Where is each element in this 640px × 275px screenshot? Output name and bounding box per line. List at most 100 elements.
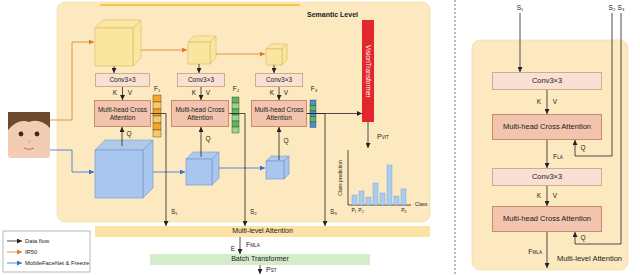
conv-block: Conv3×3	[177, 73, 225, 87]
chart-bar	[380, 193, 385, 205]
block-label: Multi-head Cross Attention	[172, 106, 228, 121]
transformer-bar: VisionTransformer	[362, 20, 374, 122]
edge-label: S₂	[249, 208, 258, 215]
legend-text: MobileFaceNet & Freeze	[25, 260, 89, 266]
panel-ground	[472, 40, 628, 270]
annotation-label: V	[127, 89, 133, 96]
annotation-label: S₂	[608, 4, 617, 11]
block-label: Multi-level Attention	[232, 227, 293, 235]
attention-block: Multi-head Cross Attention	[94, 100, 151, 127]
face-hair	[8, 112, 50, 130]
feature-token-strip	[310, 117, 316, 123]
edge-label: S₃	[329, 208, 338, 215]
annotation-label: Class prediction	[337, 160, 345, 196]
mobilefacenet-feature-map	[143, 140, 153, 198]
annotation-label: V	[283, 89, 289, 96]
chart-bar	[394, 196, 399, 205]
feature-token-strip	[153, 116, 161, 123]
mobilefacenet-feature-map	[95, 150, 143, 198]
annotation-label: F₁	[153, 85, 161, 92]
panel-title: Semantic Level	[307, 11, 358, 19]
region-panel: Multi-level AttentionConv3×3Multi-head C…	[472, 40, 628, 270]
face-eye	[19, 132, 24, 137]
ir50-flow	[50, 42, 94, 120]
connector	[151, 114, 166, 226]
mobilefacenet-feature-map	[266, 161, 284, 179]
divider	[455, 0, 456, 275]
annotation-label: Q	[282, 137, 289, 144]
annotation-label: P₈	[400, 208, 407, 214]
annotation-label: V	[205, 89, 211, 96]
mobilefacenet-feature-map	[212, 152, 219, 185]
connector	[229, 114, 245, 226]
annotation-label: Class	[414, 202, 429, 208]
region-panel: Semantic LevelConv3×3Multi-head Cross At…	[57, 2, 430, 222]
annotation-label: V	[552, 192, 558, 199]
connector	[201, 87, 202, 100]
legend-sample	[7, 241, 22, 242]
annotation-label: K	[269, 89, 275, 96]
annotation-label: K	[536, 192, 542, 199]
face-eye	[35, 132, 40, 137]
connector	[547, 140, 548, 168]
query-flow	[279, 127, 280, 160]
data-flow	[199, 64, 200, 73]
ir50-flow	[216, 54, 265, 55]
block-label: Batch Transformer	[231, 255, 289, 263]
block-label: Multi-head Cross Attention	[95, 106, 150, 121]
data-flow	[260, 265, 261, 274]
annotation-label: K	[536, 98, 542, 105]
attention-block: Multi-head Cross Attention	[492, 206, 602, 232]
legend-sample	[7, 252, 22, 253]
ir50-feature-map	[133, 20, 141, 66]
feature-token-strip	[232, 109, 239, 115]
feature-token-strip	[310, 122, 316, 128]
connector	[547, 186, 548, 206]
feature-token-strip	[153, 102, 161, 109]
annotation-label: FMLA	[527, 248, 543, 256]
legend-text: Data flow	[25, 238, 49, 244]
connector	[547, 90, 548, 114]
ir50-feature-map	[266, 49, 282, 65]
face-nose	[27, 140, 31, 143]
attention-bar: Multi-level Attention	[95, 226, 430, 237]
block-label: Multi-head Cross Attention	[503, 123, 591, 132]
legend-text: IR50	[25, 249, 37, 255]
annotation-label: Q	[204, 135, 211, 142]
conv-block: Conv3×3	[255, 73, 303, 87]
feature-token-strip	[232, 115, 239, 121]
annotation-label: S₃	[617, 4, 626, 11]
annotation-label: K	[112, 89, 118, 96]
annotation-label: P₂	[357, 208, 364, 214]
data-flow	[520, 13, 521, 72]
annotation-label: PST	[265, 266, 278, 274]
attention-block: Multi-head Cross Attention	[251, 100, 307, 127]
conv-block: Conv3×3	[95, 73, 150, 87]
query-flow	[122, 127, 123, 146]
chart-bar	[373, 183, 378, 205]
connector	[122, 87, 123, 100]
data-flow	[274, 65, 275, 73]
feature-token-strip	[232, 97, 239, 103]
mobilefacenet-feature-map	[186, 159, 212, 185]
block-label: Conv3×3	[109, 76, 135, 83]
data-flow	[368, 122, 369, 148]
feature-token-strip	[310, 106, 316, 112]
data-flow	[114, 66, 115, 73]
block-label: VisionTransformer	[364, 45, 371, 98]
feature-token-strip	[153, 95, 161, 102]
face-mouth	[24, 148, 34, 150]
chart-bar	[352, 195, 357, 205]
ir50-feature-map	[210, 36, 216, 64]
block-label: Multi-head Cross Attention	[503, 215, 591, 224]
annotation-label: V	[552, 98, 558, 105]
conv-block: Conv3×3	[492, 168, 602, 186]
annotation-label: E	[230, 245, 236, 252]
attention-block: Multi-head Cross Attention	[492, 114, 602, 140]
annotation-label: F₃	[310, 85, 319, 92]
annotation-label: Q	[579, 234, 586, 241]
annotation-label: Q	[579, 144, 586, 151]
chart-bar	[387, 165, 392, 205]
ir50-feature-map	[95, 28, 133, 66]
